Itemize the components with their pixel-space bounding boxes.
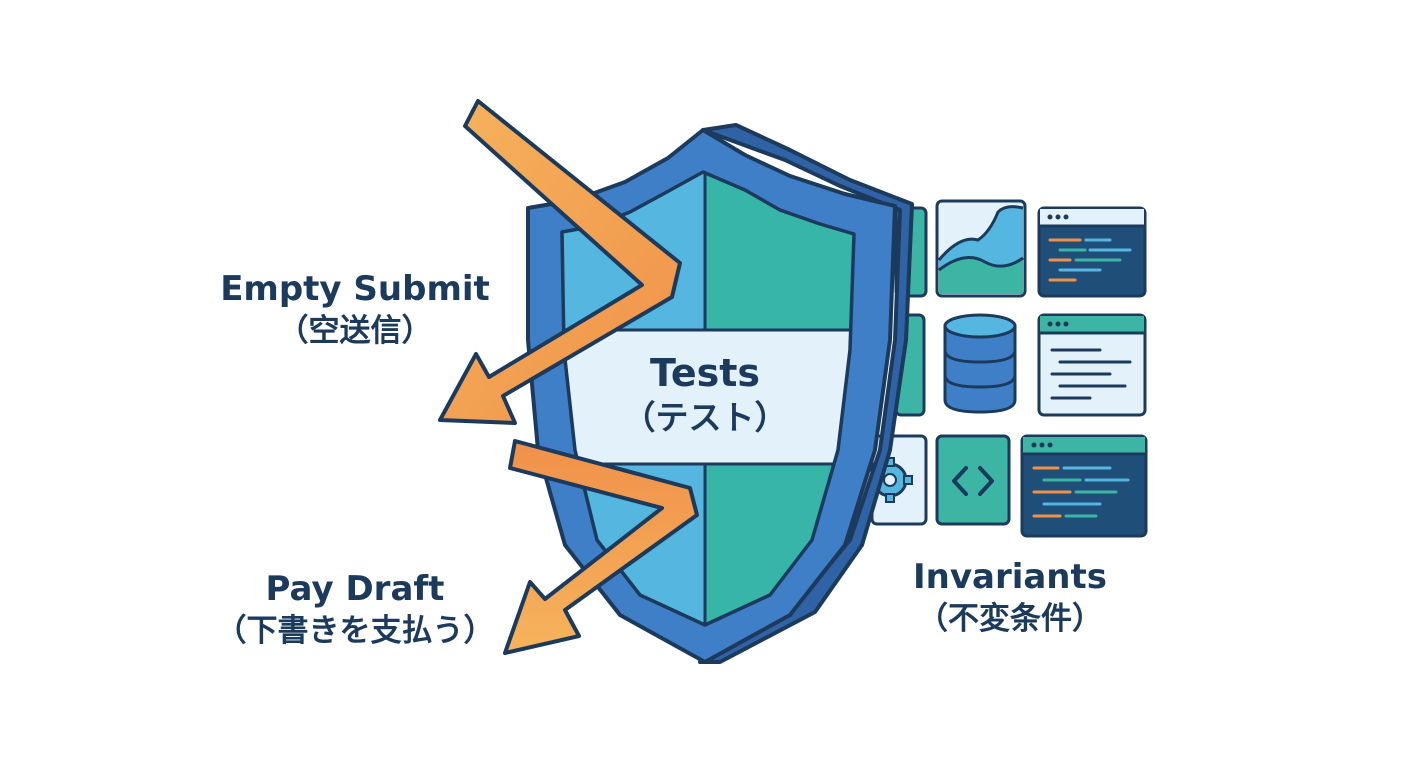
empty-submit-label: Empty Submit （空送信）	[180, 268, 530, 352]
pay-draft-japanese: （下書きを支払う）	[215, 613, 495, 649]
tests-text: Tests	[649, 351, 761, 395]
code-brackets-icon	[935, 434, 1011, 526]
invariants-tiles	[870, 199, 1148, 538]
tests-japanese: （テスト）	[622, 398, 788, 437]
pay-draft-label: Pay Draft （下書きを支払う）	[180, 568, 530, 652]
empty-submit-text: Empty Submit	[220, 269, 490, 309]
invariants-japanese: （不変条件）	[917, 601, 1103, 637]
document-window-icon	[1037, 313, 1147, 417]
deflected-arrow-icon	[438, 99, 682, 425]
tests-label: Tests （テスト）	[590, 350, 820, 440]
invariants-text: Invariants	[912, 557, 1108, 597]
empty-submit-japanese: （空送信）	[277, 313, 433, 349]
deflected-arrow-icon	[503, 439, 699, 655]
database-icon	[943, 313, 1017, 414]
invariants-label: Invariants （不変条件）	[880, 556, 1140, 640]
pay-draft-text: Pay Draft	[265, 569, 445, 609]
code-window-icon	[1020, 434, 1148, 538]
chart-icon	[935, 199, 1027, 298]
code-window-icon	[1037, 206, 1147, 298]
